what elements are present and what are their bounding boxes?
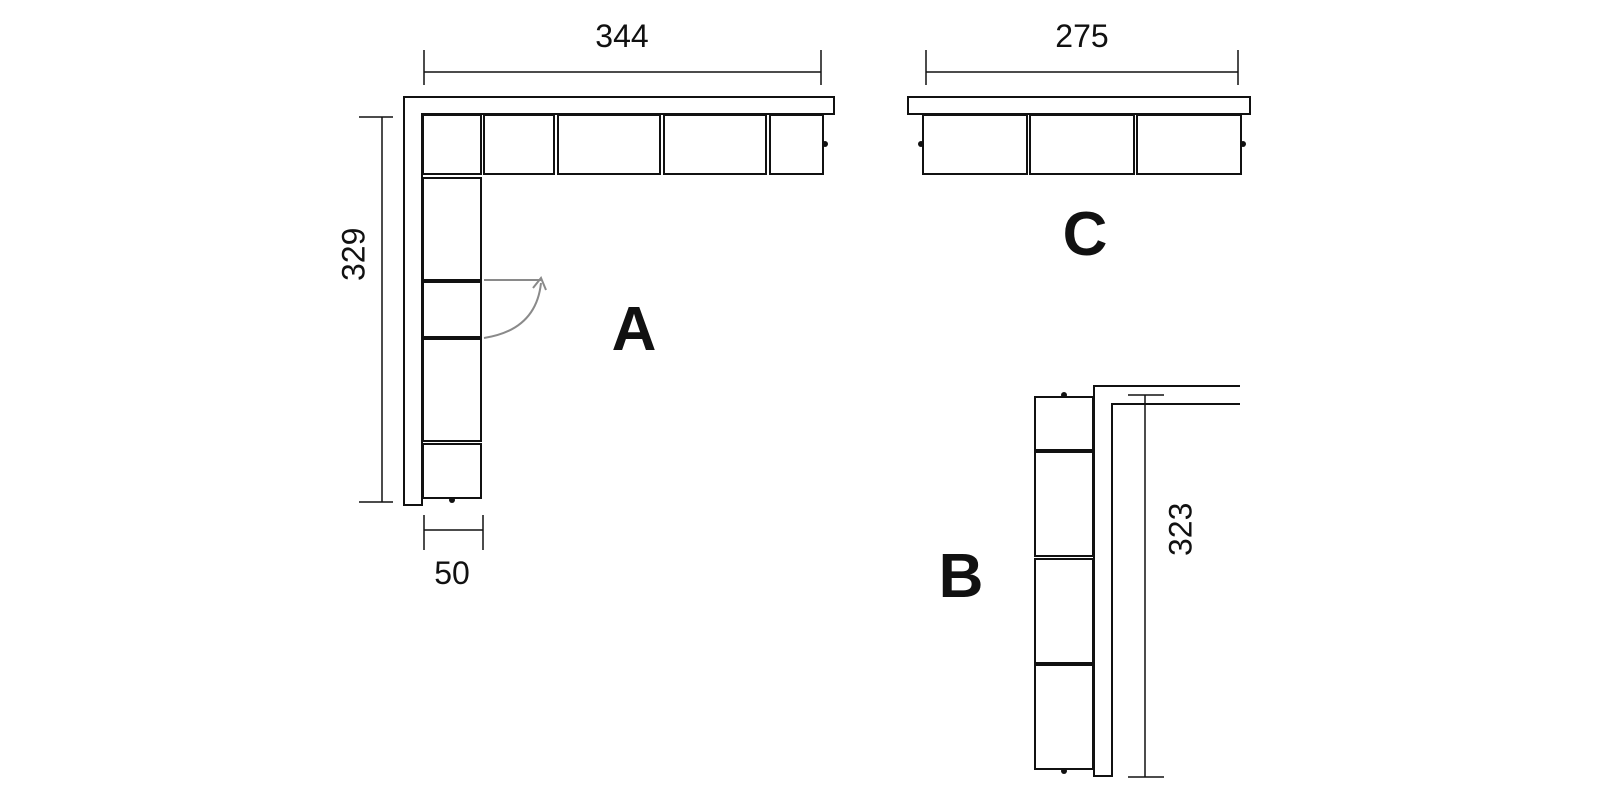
view-a-cabinet-left-2 [422, 281, 482, 338]
view-c-cabinet-1 [922, 114, 1028, 175]
view-a-cabinet-top-2 [483, 114, 555, 175]
view-b-cabinet-1 [1034, 396, 1094, 451]
view-c-worktop [907, 96, 1251, 115]
view-a-cabinet-top-4 [663, 114, 767, 175]
view-a: 344 329 50 A [335, 18, 835, 591]
view-b-handle-top [1061, 392, 1067, 398]
view-a-dim-height-text: 329 [335, 228, 371, 281]
view-a-cabinet-left-4 [422, 443, 482, 499]
view-b-cabinet-3 [1034, 558, 1094, 664]
view-a-door-swing-arrow [532, 276, 547, 291]
view-c-handle-left [918, 141, 924, 147]
view-a-dim-width-text: 344 [595, 18, 648, 54]
view-a-cabinet-top-1 [422, 114, 482, 175]
view-a-handle-right [822, 141, 828, 147]
view-c: 275 C [907, 18, 1251, 269]
view-a-cabinet-top-3 [557, 114, 661, 175]
view-c-cabinet-3 [1136, 114, 1242, 175]
view-a-door-swing-arc [483, 282, 542, 339]
view-b-cabinet-4 [1034, 664, 1094, 770]
view-a-cabinet-left-1 [422, 177, 482, 281]
view-c-label: C [1063, 200, 1108, 269]
view-c-cabinet-2 [1029, 114, 1135, 175]
view-b: 323 B [939, 385, 1240, 778]
view-a-cabinet-top-5 [769, 114, 824, 175]
view-a-handle-bottom [449, 497, 455, 503]
view-a-label: A [612, 295, 657, 364]
view-b-cabinet-2 [1034, 451, 1094, 557]
view-b-label: B [939, 542, 984, 611]
view-b-dim-height-text: 323 [1162, 503, 1198, 556]
view-c-dim-width-text: 275 [1055, 18, 1108, 54]
view-b-handle-bottom [1061, 768, 1067, 774]
view-c-handle-right [1240, 141, 1246, 147]
view-b-worktop [1093, 385, 1240, 777]
view-a-dim-depth-text: 50 [434, 555, 470, 591]
view-a-cabinet-left-3 [422, 338, 482, 442]
